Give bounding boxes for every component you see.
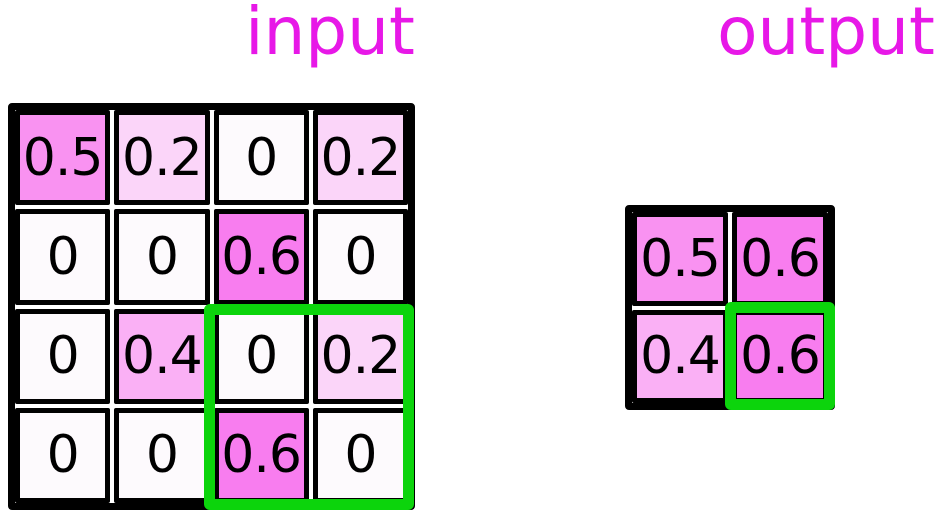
grid-cell: 0 <box>114 407 210 503</box>
grid-cell: 0.6 <box>732 212 828 306</box>
input-title: input <box>245 0 415 70</box>
grid-cell: 0.2 <box>114 110 210 206</box>
grid-cell: 0 <box>114 209 210 305</box>
grid-cell: 0 <box>15 209 111 305</box>
grid-cell: 0.6 <box>732 309 828 403</box>
output-title: output <box>717 0 935 70</box>
grid-cell: 0.2 <box>312 308 408 404</box>
grid-cell: 0.5 <box>632 212 728 306</box>
grid-cell: 0.6 <box>213 407 309 503</box>
grid-cell: 0 <box>213 308 309 404</box>
grid-cell: 0.6 <box>213 209 309 305</box>
grid-cell: 0 <box>312 209 408 305</box>
grid-cell: 0.4 <box>114 308 210 404</box>
grid-cell: 0 <box>15 407 111 503</box>
grid-cell: 0 <box>312 407 408 503</box>
grid-cell: 0.5 <box>15 110 111 206</box>
grid-cell: 0 <box>15 308 111 404</box>
grid-cell: 0.2 <box>312 110 408 206</box>
grid-cell: 0.4 <box>632 309 728 403</box>
grid-cell: 0 <box>213 110 309 206</box>
